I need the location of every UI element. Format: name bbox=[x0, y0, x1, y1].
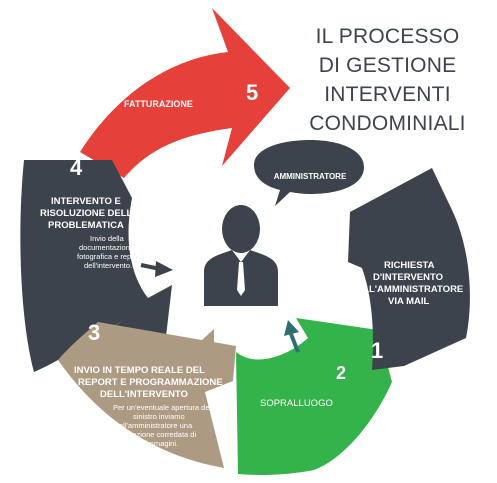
speech-bubble bbox=[254, 140, 364, 206]
step-3-desc-line: Per un'eventuale apertura del bbox=[113, 403, 212, 412]
segment-4-intervento bbox=[20, 160, 172, 372]
step-4-label-line: RISOLUZIONE DELLA bbox=[40, 208, 140, 219]
title-line: INTERVENTI bbox=[324, 83, 451, 106]
person-head bbox=[222, 205, 260, 253]
step-3-desc-line: immagini. bbox=[146, 439, 179, 448]
arrow-to-admin-from-4-icon bbox=[140, 261, 173, 277]
segment-1-richiesta bbox=[348, 168, 470, 370]
segment-3-invio-report bbox=[58, 322, 236, 468]
step-4-label-line: PROBLEMATICA bbox=[48, 220, 124, 231]
step-5-label: FATTURAZIONE bbox=[124, 99, 193, 109]
step-3-desc-line: all'amministratore una bbox=[119, 421, 193, 430]
title-line: CONDOMINIALI bbox=[309, 112, 466, 135]
person-tie bbox=[237, 262, 245, 296]
step-3-desc-line: sinistro inviamo bbox=[133, 412, 185, 421]
step-2-number: 2 bbox=[336, 363, 347, 383]
arrow-from-admin-to-1-icon bbox=[284, 320, 300, 353]
person-icon bbox=[204, 205, 278, 306]
step-5-number: 5 bbox=[246, 80, 259, 105]
step-3-label-line: INVIO IN TEMPO REALE DEL bbox=[74, 365, 205, 376]
title-line: IL PROCESSO bbox=[315, 25, 460, 48]
step-1-label-line: DELL'AMMINISTRATORE bbox=[350, 284, 464, 295]
step-4-number: 4 bbox=[70, 155, 83, 180]
step-1-label-line: D'INTERVENTO bbox=[373, 272, 444, 283]
step-3-label-line: REPORT E PROGRAMMAZIONE bbox=[78, 377, 223, 388]
bubble-label: AMMINISTRATORE bbox=[273, 172, 347, 181]
arrow-to-admin-from-3-icon bbox=[198, 329, 214, 358]
step-1-number: 1 bbox=[371, 338, 384, 363]
step-3-label-line: DELL'INTERVENTO bbox=[100, 389, 188, 400]
step-3-desc-line: relazione corredata di bbox=[124, 430, 197, 439]
step-1-label-line: RICHIESTA bbox=[384, 260, 435, 271]
step-4-desc-line: documentazione bbox=[79, 243, 135, 252]
step-4-desc-line: Invio della bbox=[90, 234, 124, 243]
step-4-label-line: INTERVENTO E bbox=[51, 196, 121, 207]
step-4-desc-line: fotografica e report bbox=[77, 252, 140, 261]
segment-2-sopralluogo bbox=[236, 318, 392, 475]
step-2-label: SOPRALLUOGO bbox=[260, 398, 333, 409]
step-1-label-line: VIA MAIL bbox=[388, 296, 430, 307]
title-line: DI GESTIONE bbox=[318, 54, 457, 77]
person-collar bbox=[232, 250, 250, 262]
step-3-number: 3 bbox=[88, 320, 101, 345]
segment-5-fatturazione bbox=[80, 8, 290, 178]
step-4-desc-line: dell'intervento. bbox=[84, 261, 133, 270]
page-title: IL PROCESSO DI GESTIONE INTERVENTI CONDO… bbox=[300, 22, 475, 138]
